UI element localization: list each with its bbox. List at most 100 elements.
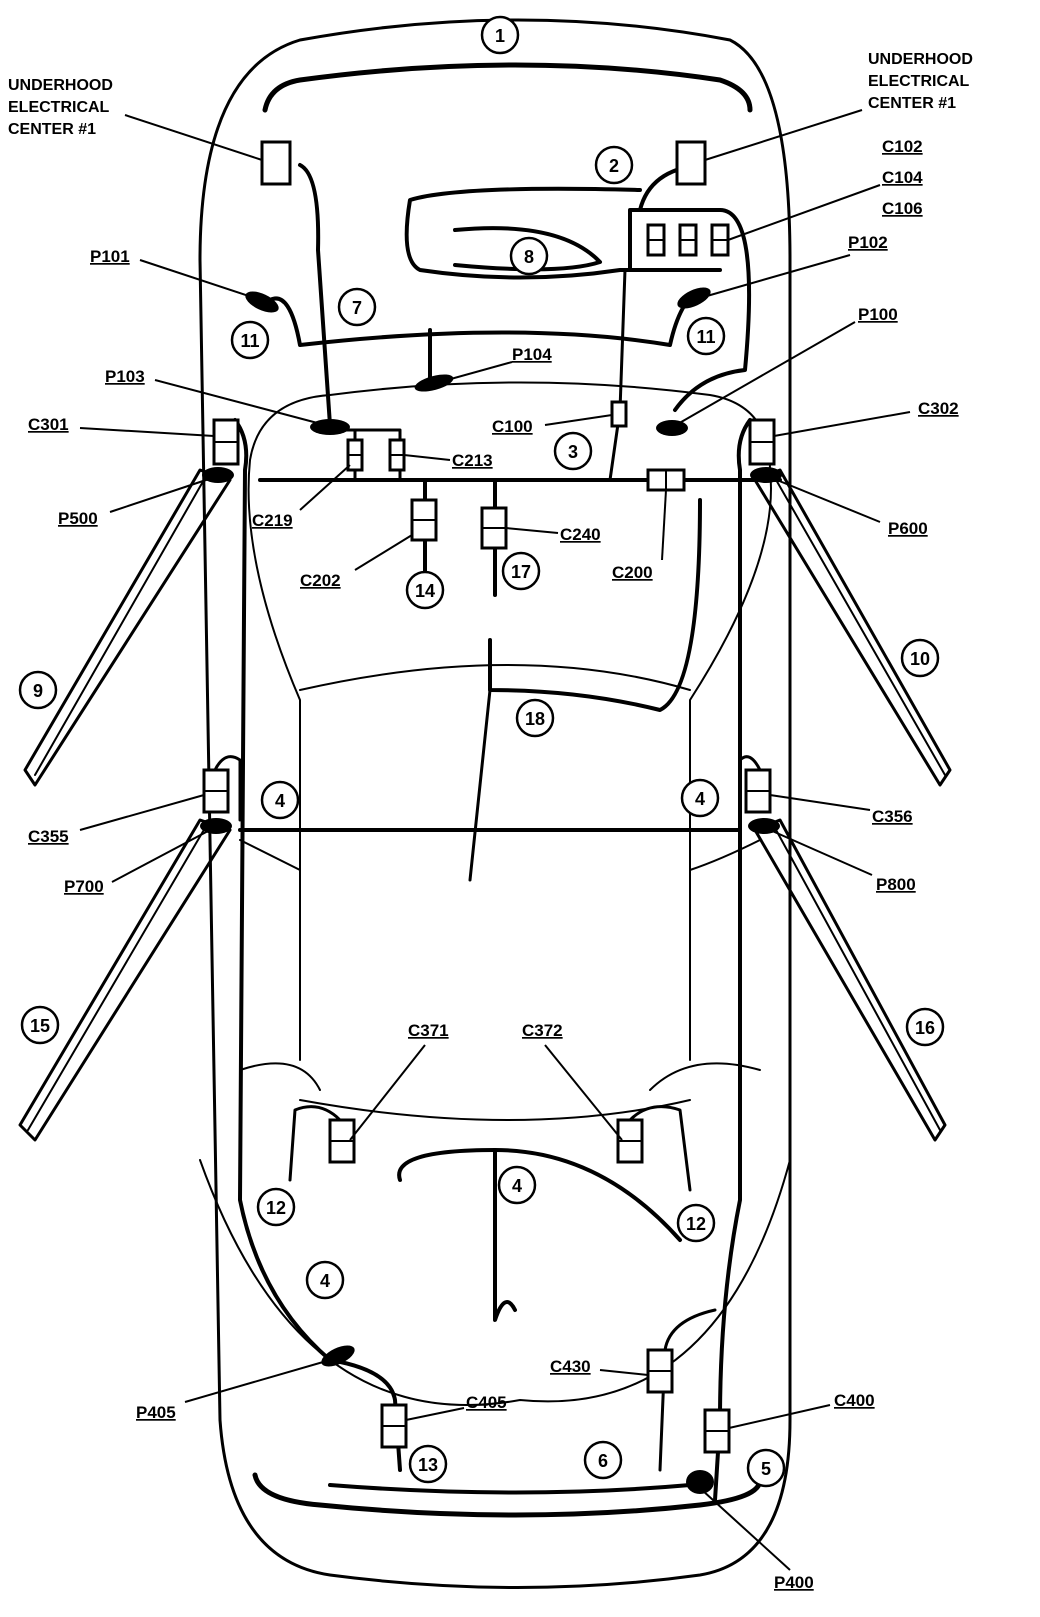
label-p102: P102 bbox=[848, 233, 888, 252]
underhood-center-left-box bbox=[260, 140, 292, 186]
harness-rear-center-drop bbox=[493, 1148, 517, 1322]
num-circle-1 bbox=[480, 15, 520, 55]
num-14: 14 bbox=[415, 581, 435, 601]
num-circle-11a bbox=[230, 320, 270, 360]
num-15: 15 bbox=[30, 1016, 50, 1036]
underhood-right-line2: ELECTRICAL bbox=[868, 73, 970, 90]
leader-c400 bbox=[728, 1404, 831, 1429]
grommet-p405 bbox=[321, 1345, 355, 1367]
label-c106: C106 bbox=[882, 199, 923, 218]
num-4d: 4 bbox=[320, 1271, 330, 1291]
label-p500: P500 bbox=[58, 509, 98, 528]
label-c301: C301 bbox=[28, 415, 69, 434]
num-7: 7 bbox=[352, 298, 362, 318]
car-body-outline bbox=[198, 18, 792, 1589]
leader-c100 bbox=[544, 414, 613, 426]
num-11b: 11 bbox=[696, 327, 715, 347]
num-circle-11b bbox=[686, 316, 726, 356]
rear-bumper-line bbox=[252, 1472, 763, 1518]
grommet-p700 bbox=[200, 818, 232, 834]
harness-engine-inner bbox=[453, 226, 602, 272]
leader-c302 bbox=[773, 411, 911, 437]
num-circle-3 bbox=[553, 431, 593, 471]
connector-c100 bbox=[610, 400, 628, 428]
leader-p101 bbox=[139, 259, 256, 299]
grommet-p100 bbox=[656, 420, 688, 436]
num-circle-10 bbox=[900, 638, 940, 678]
num-circle-6 bbox=[583, 1440, 623, 1480]
grommet-p400 bbox=[686, 1470, 714, 1494]
label-c405: C405 bbox=[466, 1393, 507, 1412]
num-4b: 4 bbox=[695, 789, 705, 809]
leader-c356 bbox=[769, 794, 871, 811]
label-c213: C213 bbox=[452, 451, 493, 470]
leader-c202 bbox=[354, 534, 413, 571]
label-c400: C400 bbox=[834, 1391, 875, 1410]
label-p101: P101 bbox=[90, 247, 130, 266]
leader-p600 bbox=[771, 477, 881, 523]
harness-right-feed bbox=[638, 163, 752, 412]
leader-c430 bbox=[599, 1369, 649, 1376]
hood-line bbox=[262, 62, 753, 113]
harness-right-side bbox=[713, 418, 752, 1502]
leader-p100 bbox=[675, 321, 856, 426]
harness-c100 bbox=[608, 268, 627, 482]
num-4a: 4 bbox=[275, 791, 285, 811]
label-c200: C200 bbox=[612, 563, 653, 582]
label-c356: C356 bbox=[872, 807, 913, 826]
num-12a: 12 bbox=[266, 1198, 286, 1218]
leader-p500 bbox=[109, 477, 213, 513]
num-circle-4c bbox=[497, 1165, 537, 1205]
num-circle-4d bbox=[305, 1260, 345, 1300]
num-circle-15 bbox=[20, 1005, 60, 1045]
label-c104: C104 bbox=[882, 168, 923, 187]
harness-roof-drop bbox=[468, 688, 492, 882]
leader-p104 bbox=[439, 361, 513, 383]
leader-p102 bbox=[699, 254, 851, 299]
door-left-front-inner bbox=[34, 477, 206, 776]
num-circle-16 bbox=[905, 1007, 945, 1047]
leader-c200 bbox=[661, 489, 667, 561]
underhood-center-right-box bbox=[675, 140, 707, 186]
leader-c372 bbox=[544, 1044, 623, 1141]
door-right-front-inner bbox=[774, 477, 946, 776]
harness-roof bbox=[488, 498, 702, 712]
leader-p700 bbox=[111, 829, 211, 883]
num-9: 9 bbox=[33, 681, 43, 701]
num-circle-18 bbox=[515, 698, 555, 738]
label-p104: P104 bbox=[512, 345, 552, 364]
door-right-rear bbox=[753, 818, 947, 1142]
underhood-left-line3: CENTER #1 bbox=[8, 121, 96, 138]
leader-c355 bbox=[79, 794, 205, 831]
door-right-rear-inner bbox=[774, 827, 941, 1131]
harness-left-c355 bbox=[213, 755, 242, 822]
num-16: 16 bbox=[915, 1018, 935, 1038]
leader-p800 bbox=[769, 829, 873, 876]
side-mirror-right bbox=[689, 839, 761, 871]
side-mirror-left bbox=[239, 839, 301, 871]
num-6: 6 bbox=[598, 1451, 608, 1471]
leader-c104 bbox=[727, 184, 881, 241]
underhood-right-line3: CENTER #1 bbox=[868, 95, 956, 112]
label-c102: C102 bbox=[882, 137, 923, 156]
num-circle-9 bbox=[18, 670, 58, 710]
leader-c213 bbox=[403, 454, 451, 461]
harness-front-cross bbox=[268, 288, 702, 347]
num-circle-5 bbox=[746, 1448, 786, 1488]
leader-c240 bbox=[505, 527, 559, 534]
cabin-left bbox=[247, 459, 301, 1061]
door-left-rear-inner bbox=[27, 827, 206, 1131]
underhood-left-line1: UNDERHOOD bbox=[8, 77, 113, 94]
num-3: 3 bbox=[568, 442, 578, 462]
num-circle-12b bbox=[676, 1203, 716, 1243]
harness-engine-loop bbox=[404, 186, 722, 280]
leader-c405 bbox=[405, 1407, 465, 1421]
rear-pillar-right bbox=[649, 1062, 761, 1091]
leader-p400 bbox=[701, 1489, 791, 1571]
num-circle-17 bbox=[501, 551, 541, 591]
windshield-arc bbox=[249, 381, 771, 471]
num-10: 10 bbox=[910, 649, 930, 669]
num-circle-13 bbox=[408, 1444, 448, 1484]
label-p800: P800 bbox=[876, 875, 916, 894]
